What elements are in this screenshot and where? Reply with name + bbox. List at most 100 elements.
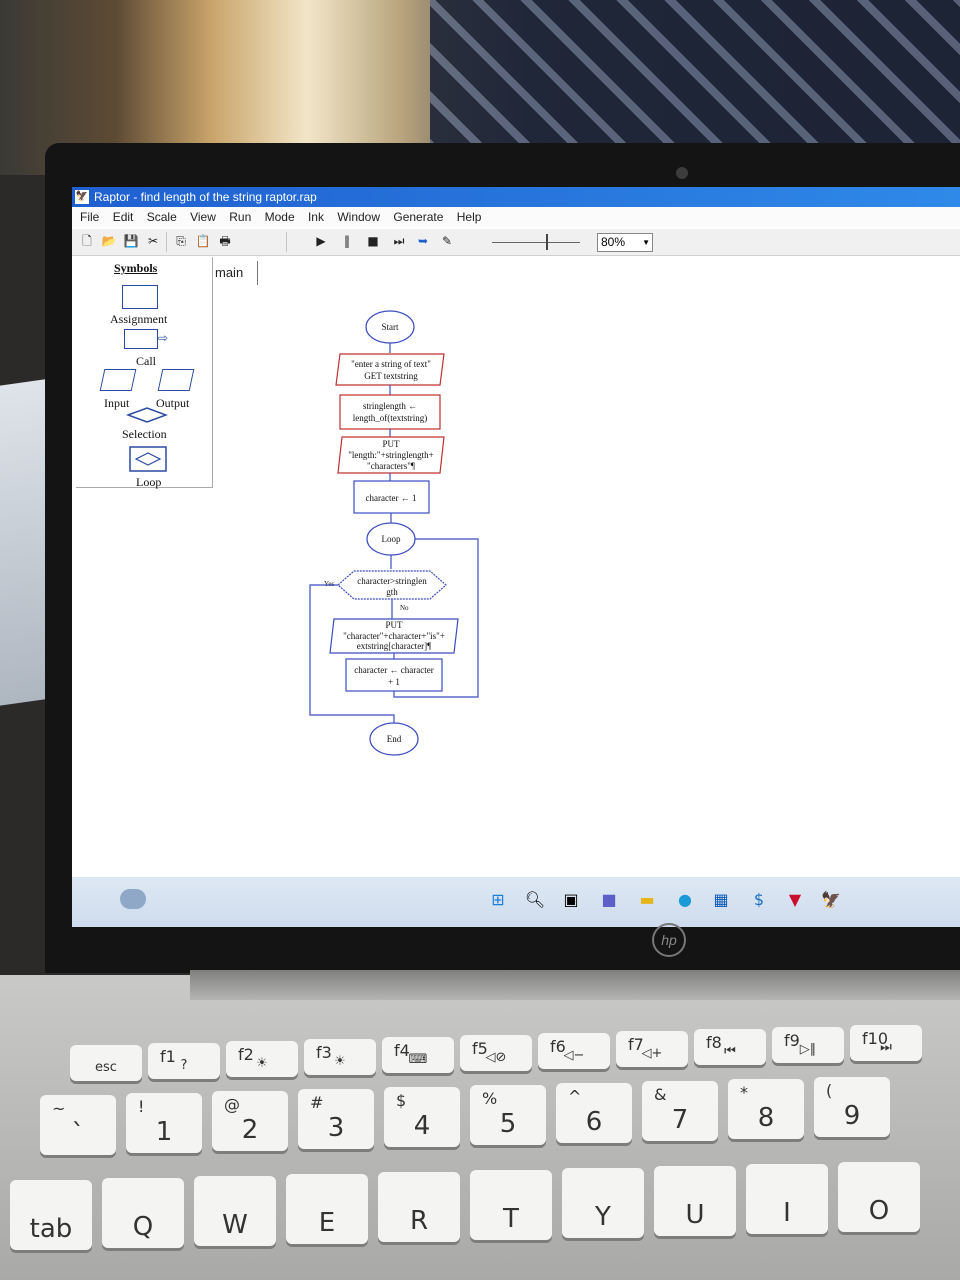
key-fn_row-2[interactable]: f2☀ [226,1041,298,1077]
menu-edit[interactable]: Edit [112,210,134,224]
menu-view[interactable]: View [190,210,216,224]
menu-ink[interactable]: Ink [307,210,324,224]
run-icon[interactable]: ▶ [316,234,326,248]
print-icon[interactable]: 🖶 [219,234,231,248]
step-icon[interactable]: ⏭ [393,234,405,248]
key-secondary-label: f9 [784,1031,800,1050]
key-num_row-6[interactable]: ^6 [556,1083,632,1143]
menu-mode[interactable]: Mode [264,210,295,224]
increment-character-node[interactable] [345,658,443,692]
tab-main[interactable]: main [215,265,244,280]
input-node[interactable] [335,353,445,386]
input-icon [99,369,137,391]
help-icon[interactable]: $ [753,890,765,909]
key-label: U [685,1200,705,1230]
key-secondary-label: ^ [568,1087,582,1106]
key-num_row-8[interactable]: *8 [728,1079,804,1139]
menu-run[interactable]: Run [229,210,252,224]
file-explorer-icon[interactable]: ▬ [639,890,655,909]
key-num_row-9[interactable]: (9 [814,1077,890,1137]
end-node[interactable] [369,722,419,756]
key-fn_row-1[interactable]: f1? [148,1043,220,1079]
save-icon[interactable]: 💾 [123,234,139,248]
menu-window[interactable]: Window [337,210,381,224]
loop-condition-node[interactable] [337,570,447,600]
assign-length-node[interactable] [339,394,441,430]
key-qwerty_row-4[interactable]: R [378,1172,460,1242]
key-qwerty_row-6[interactable]: Y [562,1168,644,1238]
open-icon[interactable]: 📂 [101,234,117,248]
mcafee-icon[interactable]: ▼ [788,890,802,909]
windows-icon[interactable]: ⊞ [491,890,505,909]
output-length-node[interactable] [337,436,445,474]
output-symbol[interactable] [156,367,198,393]
selection-symbol[interactable] [125,407,169,425]
menu-scale[interactable]: Scale [146,210,177,224]
taskbar: ⊞ 🔍︎ ▣ ■ ▬ ● ▦ $ ▼ 🦅 [72,877,960,927]
loop-symbol[interactable] [128,445,168,473]
stop-icon[interactable]: ■ [367,234,379,248]
weather-icon[interactable] [120,889,146,909]
key-fn_row-5[interactable]: f5◁⊘ [460,1035,532,1071]
key-qwerty_row-2[interactable]: W [194,1176,276,1246]
key-num_row-7[interactable]: &7 [642,1081,718,1141]
key-label: ⏭ [880,1040,892,1055]
paste-icon[interactable]: 📋 [195,234,211,248]
menu-help[interactable]: Help [456,210,482,224]
input-symbol[interactable] [94,367,137,393]
pen-icon[interactable]: ✎ [441,234,453,248]
menu-generate[interactable]: Generate [393,210,444,224]
key-label: Y [595,1202,611,1232]
store-icon[interactable]: ▦ [713,890,729,909]
key-qwerty_row-7[interactable]: U [654,1166,736,1236]
key-secondary-label: * [740,1083,748,1102]
task-view-icon[interactable]: ▣ [563,890,579,909]
key-fn_row-0[interactable]: esc [70,1045,142,1081]
assignment-symbol[interactable] [122,285,158,309]
copy-icon[interactable]: ⎘ [176,234,186,248]
tab-divider [257,261,258,285]
key-num_row-1[interactable]: !1 [126,1093,202,1153]
key-fn_row-9[interactable]: f9▷∥ [772,1027,844,1063]
key-qwerty_row-1[interactable]: Q [102,1178,184,1248]
key-secondary-label: f3 [316,1043,332,1062]
zoom-slider-track[interactable] [492,242,580,243]
key-num_row-2[interactable]: @2 [212,1091,288,1151]
step-into-icon[interactable]: ➥ [417,234,429,248]
zoom-slider-thumb[interactable] [546,234,548,250]
key-label: 9 [843,1101,861,1131]
key-fn_row-3[interactable]: f3☀ [304,1039,376,1075]
key-num_row-3[interactable]: #3 [298,1089,374,1149]
search-icon[interactable]: 🔍︎ [524,890,546,909]
key-label: 1 [155,1117,173,1147]
assign-character-node[interactable] [353,480,430,514]
key-num_row-0[interactable]: ~` [40,1095,116,1155]
toolbar: 🗋 📂 💾 ✂ ⎘ 📋 🖶 ▶ ‖ ■ ⏭ ➥ ✎ 80% ▼ [72,229,960,256]
zoom-dropdown[interactable]: 80% ▼ [597,233,653,252]
key-fn_row-8[interactable]: f8⏮ [694,1029,766,1065]
call-symbol[interactable]: ⇨ [124,329,168,351]
cut-icon[interactable]: ✂ [147,234,159,248]
key-qwerty_row-0[interactable]: tab [10,1180,92,1250]
key-qwerty_row-8[interactable]: I [746,1164,828,1234]
key-fn_row-4[interactable]: f4⌨ [382,1037,454,1073]
key-num_row-5[interactable]: %5 [470,1085,546,1145]
key-fn_row-6[interactable]: f6◁− [538,1033,610,1069]
key-fn_row-7[interactable]: f7◁+ [616,1031,688,1067]
new-icon[interactable]: 🗋 [82,234,92,248]
key-fn_row-10[interactable]: f10⏭ [850,1025,922,1061]
raptor-taskbar-icon[interactable]: 🦅 [821,890,841,909]
key-num_row-4[interactable]: $4 [384,1087,460,1147]
key-label: 2 [241,1115,259,1145]
key-qwerty_row-3[interactable]: E [286,1174,368,1244]
teams-icon[interactable]: ■ [601,890,617,909]
key-qwerty_row-9[interactable]: O [838,1162,920,1232]
end-label: End [387,734,402,744]
menu-file[interactable]: File [80,210,100,224]
edge-icon[interactable]: ● [678,890,692,909]
pause-icon[interactable]: ‖ [344,234,350,248]
assign1-line1: stringlength ← [363,401,417,411]
key-label: ? [180,1058,188,1073]
output-character-node[interactable] [329,618,459,654]
key-qwerty_row-5[interactable]: T [470,1170,552,1240]
